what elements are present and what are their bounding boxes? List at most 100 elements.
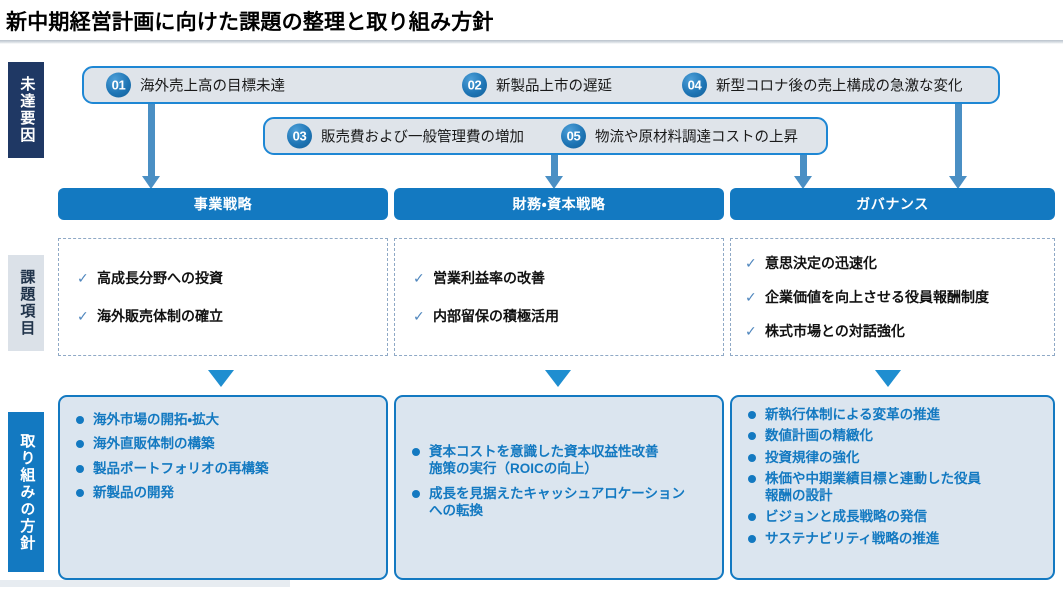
- action-item[interactable]: 製品ポートフォリオの再構築: [76, 460, 372, 477]
- cause-row-bottom: 03 販売費および一般管理費の増加 05 物流や原材料調達コストの上昇: [263, 117, 828, 155]
- band-label-action-text: 取り組みの方針: [18, 432, 36, 552]
- pillar-header-business[interactable]: 事業戦略: [58, 188, 388, 220]
- bullet-icon: [748, 474, 756, 483]
- pillar-header-finance-text: 財務・資本戦略: [512, 196, 606, 212]
- cause-label-01: 海外売上高の目標未達: [140, 78, 285, 95]
- action-item-label: 海外市場の開拓・拡大: [93, 412, 220, 427]
- action-item-label: 新執行体制による変革の推進: [765, 407, 941, 422]
- pillar-header-governance-text: ガバナンス: [856, 196, 929, 212]
- check-icon: ✓: [745, 255, 757, 271]
- action-item-label: 資本コストを意識した資本収益性改善 施策の実行（ROICの向上）: [429, 444, 659, 477]
- cause-label-03: 販売費および一般管理費の増加: [321, 129, 524, 146]
- cause-item-02[interactable]: 02 新製品上市の遅延: [462, 72, 612, 98]
- bullet-icon: [412, 448, 420, 456]
- action-item[interactable]: 投資規律の強化: [748, 449, 1039, 466]
- issue-item[interactable]: ✓ 高成長分野への投資: [77, 268, 369, 288]
- issue-item[interactable]: ✓ 海外販売体制の確立: [77, 306, 369, 326]
- action-item-label: 新製品の開発: [93, 484, 174, 500]
- arrow-down-icon-finance: [545, 370, 571, 387]
- check-icon: ✓: [413, 270, 425, 286]
- issue-item[interactable]: ✓ 内部留保の積極活用: [413, 306, 705, 326]
- action-item-label: ビジョンと成長戦略の発信: [765, 509, 927, 525]
- issue-item-label: 海外販売体制の確立: [97, 308, 223, 324]
- action-item[interactable]: 海外市場の開拓・拡大: [76, 411, 372, 428]
- band-label-cause: 未達要因: [8, 62, 44, 158]
- connector-line-cause03-to-finance: [551, 155, 558, 178]
- issue-item-label: 高成長分野への投資: [97, 270, 223, 286]
- cause-item-03[interactable]: 03 販売費および一般管理費の増加: [287, 123, 524, 149]
- arrow-down-icon-business: [208, 370, 234, 387]
- cause-number-badge-05: 05: [561, 123, 586, 149]
- action-box-governance: 新執行体制による変革の推進 数値計画の精緻化 投資規律の強化 株価や中期業績目標…: [730, 395, 1055, 580]
- cause-number-badge-04: 04: [682, 72, 707, 98]
- bullet-icon: [76, 440, 84, 449]
- issue-item-label: 内部留保の積極活用: [433, 308, 559, 324]
- action-item[interactable]: 数値計画の精緻化: [748, 427, 1039, 444]
- cause-number-badge-03: 03: [287, 123, 312, 149]
- band-label-issue-text: 課題項目: [18, 269, 36, 337]
- action-item-label: 投資規律の強化: [765, 449, 860, 465]
- issue-item[interactable]: ✓ 企業価値を向上させる役員報酬制度: [745, 287, 1040, 307]
- band-label-action: 取り組みの方針: [8, 412, 44, 572]
- action-item[interactable]: 資本コストを意識した資本収益性改善 施策の実行（ROICの向上）: [412, 443, 708, 478]
- action-item-label: サステナビリティ戦略の推進: [765, 530, 940, 546]
- title-divider: [0, 40, 1063, 44]
- issue-item[interactable]: ✓ 意思決定の迅速化: [745, 253, 1040, 273]
- action-item[interactable]: サステナビリティ戦略の推進: [748, 530, 1039, 547]
- action-item[interactable]: 株価や中期業績目標と連動した役員 報酬の設計: [748, 470, 1039, 505]
- connector-arrow-cause04-to-governance: [949, 176, 967, 189]
- issue-item-label: 営業利益率の改善: [433, 270, 545, 286]
- check-icon: ✓: [77, 270, 89, 286]
- pillar-header-governance[interactable]: ガバナンス: [730, 188, 1055, 220]
- cause-item-05[interactable]: 05 物流や原材料調達コストの上昇: [561, 123, 798, 149]
- issue-box-finance: ✓ 営業利益率の改善 ✓ 内部留保の積極活用: [394, 238, 724, 356]
- action-box-finance: 資本コストを意識した資本収益性改善 施策の実行（ROICの向上） 成長を見据えた…: [394, 395, 724, 580]
- check-icon: ✓: [745, 289, 757, 305]
- bullet-icon: [76, 464, 84, 473]
- action-item-label: 海外直販体制の構築: [93, 436, 215, 452]
- connector-arrow-cause03-to-finance: [545, 176, 563, 189]
- cause-row-top: 01 海外売上高の目標未達 02 新製品上市の遅延 04 新型コロナ後の売上構成…: [82, 66, 1000, 104]
- pillar-header-business-text: 事業戦略: [193, 196, 253, 212]
- bullet-icon: [76, 488, 84, 497]
- cause-item-04[interactable]: 04 新型コロナ後の売上構成の急激な変化: [682, 72, 963, 98]
- action-item[interactable]: 成長を見据えたキャッシュアロケーション への転換: [412, 485, 708, 520]
- check-icon: ✓: [413, 308, 425, 324]
- connector-line-cause01-to-business: [148, 104, 155, 178]
- cause-number-badge-01: 01: [106, 72, 131, 98]
- title-bar: 新中期経営計画に向けた課題の整理と取り組み方針: [0, 0, 1063, 44]
- page-title: 新中期経営計画に向けた課題の整理と取り組み方針: [6, 11, 494, 34]
- pillar-header-finance[interactable]: 財務・資本戦略: [394, 188, 724, 220]
- action-item-label: 数値計画の精緻化: [765, 428, 873, 444]
- cause-label-02: 新製品上市の遅延: [496, 78, 612, 95]
- action-item[interactable]: 新執行体制による変革の推進: [748, 406, 1039, 423]
- bullet-icon: [748, 513, 756, 522]
- cause-label-05: 物流や原材料調達コストの上昇: [595, 129, 798, 146]
- action-item-label: 製品ポートフォリオの再構築: [93, 460, 269, 476]
- cause-number-badge-02: 02: [462, 72, 487, 98]
- issue-item-label: 意思決定の迅速化: [765, 255, 877, 271]
- connector-line-cause05-to-governance: [800, 155, 807, 178]
- bullet-icon: [748, 432, 756, 441]
- check-icon: ✓: [77, 308, 89, 324]
- bullet-icon: [748, 534, 756, 543]
- bottom-strip-accent: [0, 580, 290, 587]
- action-item[interactable]: ビジョンと成長戦略の発信: [748, 508, 1039, 525]
- action-box-business: 海外市場の開拓・拡大 海外直販体制の構築 製品ポートフォリオの再構築 新製品の開…: [58, 395, 388, 580]
- issue-item[interactable]: ✓ 株式市場との対話強化: [745, 321, 1040, 341]
- cause-item-01[interactable]: 01 海外売上高の目標未達: [106, 72, 285, 98]
- action-item[interactable]: 新製品の開発: [76, 484, 372, 501]
- action-item-label: 成長を見据えたキャッシュアロケーション への転換: [429, 485, 685, 518]
- check-icon: ✓: [745, 323, 757, 339]
- issue-item-label: 企業価値を向上させる役員報酬制度: [765, 289, 989, 305]
- connector-line-cause04-to-governance: [955, 104, 962, 178]
- band-label-cause-text: 未達要因: [18, 76, 36, 144]
- issue-box-business: ✓ 高成長分野への投資 ✓ 海外販売体制の確立: [58, 238, 388, 356]
- action-item-label: 株価や中期業績目標と連動した役員 報酬の設計: [765, 470, 981, 504]
- bullet-icon: [748, 453, 756, 462]
- issue-item[interactable]: ✓ 営業利益率の改善: [413, 268, 705, 288]
- arrow-down-icon-governance: [875, 370, 901, 387]
- issue-item-label: 株式市場との対話強化: [765, 323, 905, 339]
- action-item[interactable]: 海外直販体制の構築: [76, 435, 372, 452]
- bullet-icon: [412, 489, 420, 498]
